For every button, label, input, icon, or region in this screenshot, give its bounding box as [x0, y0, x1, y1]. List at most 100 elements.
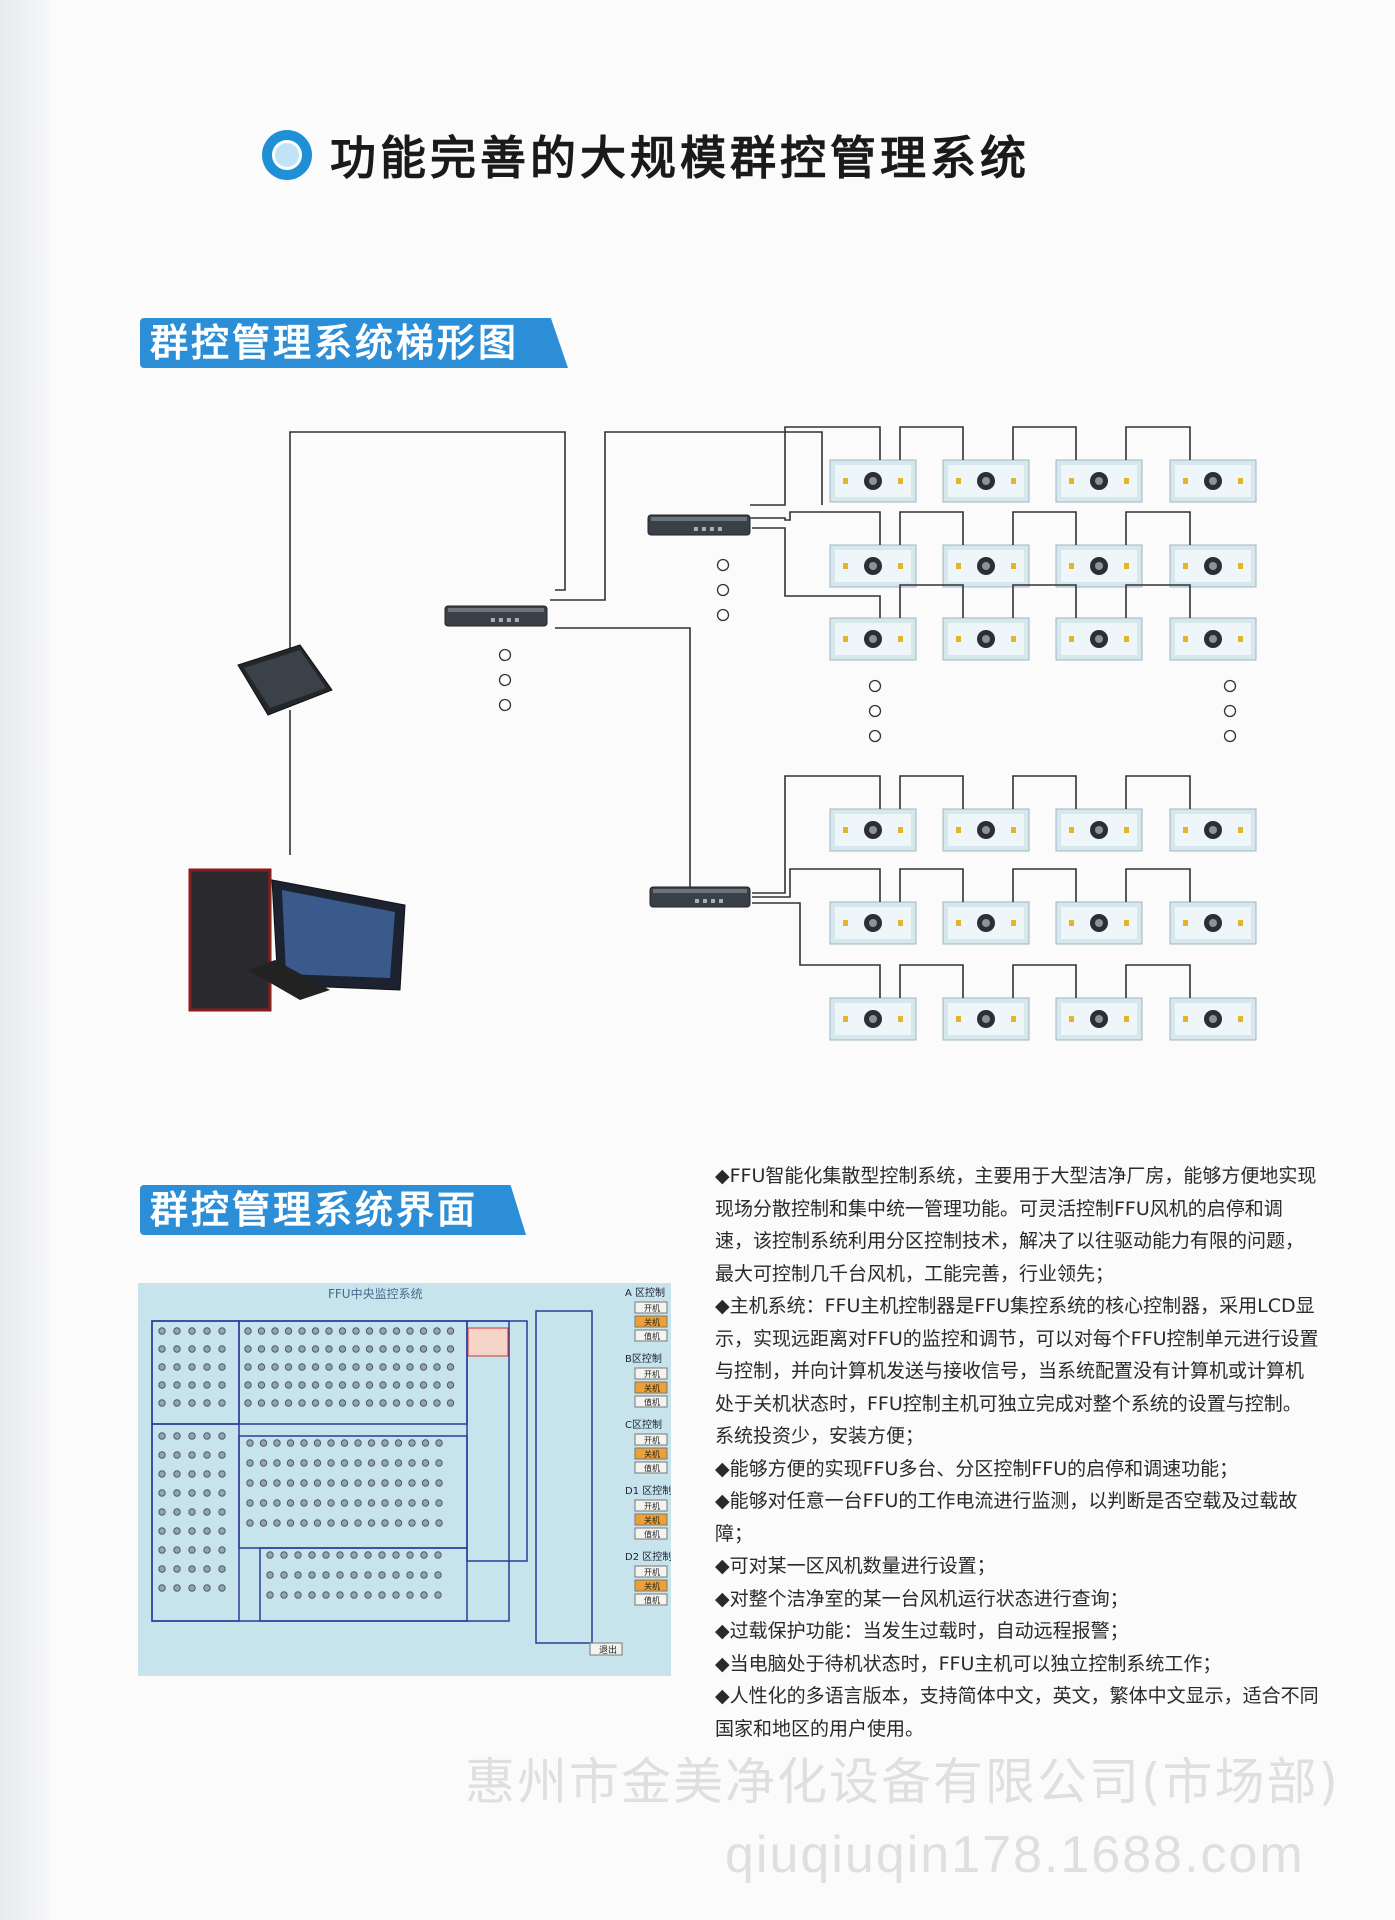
fan-marker: [218, 1508, 226, 1516]
fan-marker: [313, 1439, 322, 1447]
side-room-area: [535, 1310, 593, 1644]
fan-marker: [350, 1591, 358, 1599]
fan-marker: [188, 1508, 196, 1516]
fan-marker: [173, 1565, 181, 1573]
fan-marker: [158, 1489, 166, 1497]
section-ladder-diagram-title: 群控管理系统梯形图: [140, 318, 568, 368]
cable-line: [752, 527, 881, 618]
fan-marker: [188, 1489, 196, 1497]
fan-marker: [435, 1439, 443, 1447]
fan-marker: [158, 1432, 166, 1440]
fan-marker: [421, 1459, 430, 1467]
cable-line: [1125, 584, 1191, 618]
fan-marker: [158, 1451, 166, 1459]
zone-control-button: [634, 1579, 668, 1592]
fan-marker: [173, 1327, 181, 1335]
fan-marker: [311, 1345, 320, 1353]
fan-marker: [273, 1459, 281, 1467]
fan-marker: [446, 1345, 455, 1353]
fan-marker: [322, 1551, 330, 1559]
fan-marker: [378, 1591, 386, 1599]
desc-paragraph: ◆FFU智能化集散型控制系统，主要用于大型洁净厂房，能够方便地实现现场分散控制和…: [715, 1165, 1317, 1285]
fan-marker: [158, 1508, 166, 1516]
ffu-unit: [829, 901, 917, 945]
ffu-unit: [829, 997, 917, 1041]
cable-line: [750, 511, 881, 545]
computer-workstation: [188, 868, 406, 1012]
exit-button: [589, 1642, 623, 1656]
zone-control-button-label: 值机: [644, 1331, 660, 1341]
fan-marker: [188, 1565, 196, 1573]
cable-line: [1012, 584, 1077, 618]
fan-marker: [340, 1479, 349, 1487]
fan-marker: [367, 1459, 376, 1467]
fan-marker: [218, 1565, 226, 1573]
fan-marker: [246, 1479, 254, 1487]
fan-marker: [352, 1363, 360, 1371]
fan-marker: [313, 1499, 322, 1507]
fan-marker: [392, 1571, 400, 1579]
section-interface-title: 群控管理系统界面: [140, 1185, 526, 1235]
fan-marker: [433, 1327, 441, 1335]
fan-marker: [203, 1399, 211, 1407]
fan-marker: [257, 1399, 266, 1407]
fan-marker: [327, 1439, 335, 1447]
fan-marker: [286, 1499, 295, 1507]
fan-marker: [325, 1345, 333, 1353]
fan-marker: [408, 1499, 416, 1507]
fan-marker: [406, 1327, 414, 1335]
ffu-unit: [942, 617, 1030, 661]
fan-marker: [284, 1327, 293, 1335]
fan-marker: [434, 1591, 442, 1599]
zone-control-button-label: 关机: [644, 1383, 660, 1393]
fan-marker: [381, 1499, 389, 1507]
fan-marker: [435, 1499, 443, 1507]
fan-marker: [188, 1584, 196, 1592]
corridor-area: [466, 1320, 528, 1562]
ffu-unit: [942, 997, 1030, 1041]
zone-control-button: [634, 1499, 668, 1512]
fan-marker: [378, 1551, 386, 1559]
desc-paragraph: ◆过载保护功能：当发生过载时，自动远程报警；: [715, 1620, 1129, 1642]
ffu-unit: [1169, 808, 1257, 852]
zone-control-label: C区控制: [625, 1418, 662, 1431]
zone-control-label: B区控制: [625, 1352, 662, 1365]
fan-marker: [188, 1363, 196, 1371]
fan-marker: [246, 1439, 254, 1447]
fan-marker: [218, 1363, 226, 1371]
fan-marker: [406, 1345, 414, 1353]
fan-marker: [408, 1519, 416, 1527]
fan-marker: [188, 1399, 196, 1407]
cable-line: [899, 426, 964, 460]
fan-marker: [392, 1399, 401, 1407]
fan-marker: [173, 1489, 181, 1497]
zone-control-button: [634, 1367, 668, 1380]
fan-marker: [203, 1584, 211, 1592]
zone-d1-area: [238, 1435, 468, 1549]
fan-marker: [218, 1527, 226, 1535]
fan-marker: [259, 1439, 268, 1447]
fan-marker: [218, 1399, 226, 1407]
desc-paragraph: ◆能够对任意一台FFU的工作电流进行监测，以判断是否空载及过载故障；: [715, 1490, 1298, 1545]
fan-marker: [325, 1399, 333, 1407]
fan-marker: [218, 1489, 226, 1497]
fan-marker: [218, 1327, 226, 1335]
zone-control-button: [634, 1315, 668, 1328]
fan-marker: [173, 1345, 181, 1353]
hub-device: [444, 605, 548, 627]
fan-marker: [188, 1527, 196, 1535]
fan-marker: [446, 1399, 455, 1407]
fan-marker: [311, 1327, 320, 1335]
fan-marker: [246, 1499, 254, 1507]
fan-marker: [394, 1519, 403, 1527]
cable-line: [1125, 775, 1191, 809]
fan-marker: [379, 1381, 387, 1389]
fan-marker: [381, 1439, 389, 1447]
fan-marker: [218, 1546, 226, 1554]
fan-marker: [203, 1489, 211, 1497]
fan-marker: [244, 1327, 252, 1335]
fan-marker: [379, 1399, 387, 1407]
ffu-unit: [942, 901, 1030, 945]
fan-marker: [313, 1519, 322, 1527]
fan-marker: [203, 1432, 211, 1440]
